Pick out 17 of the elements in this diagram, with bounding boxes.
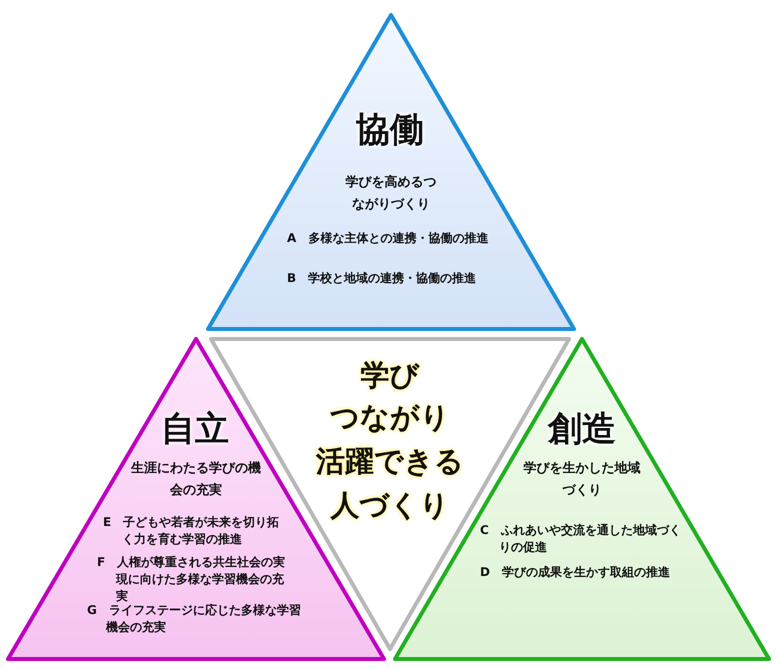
triangle-heading: 創造 [546, 408, 617, 451]
item-text: D 学びの成果を生かす取組の推進 [480, 564, 671, 581]
item-text: C ふれあいや交流を通した地域づくりの促進 [480, 522, 682, 556]
item-text: E 子どもや若者が未来を切り拓く力を育む学習の推進 [103, 514, 280, 548]
center-slogan-line: 人づくり [329, 487, 450, 524]
center-slogan-line: 学び [360, 357, 421, 394]
subheading: 生涯にわたる学びの機会の充実 [130, 460, 262, 500]
center-slogan-line: 活躍できる [314, 443, 465, 480]
triangle-heading: 協働 [355, 109, 425, 152]
item-text: F 人権が尊重される共生社会の実現に向けた多様な学習機会の充実 [97, 554, 286, 604]
subheading: 学びを生かした地域づくり [522, 460, 642, 500]
center-slogan-line: つながり [329, 399, 451, 436]
triangle-heading: 自立 [160, 408, 230, 451]
item-text: B 学校と地域の連携・協働の推進 [287, 270, 478, 287]
subheading: 学びを高めるつながりづくり [344, 174, 438, 214]
item-text: G ライフステージに応じた多様な学習機会の充実 [87, 602, 302, 636]
item-text: A 多様な主体との連携・協働の推進 [287, 230, 490, 247]
